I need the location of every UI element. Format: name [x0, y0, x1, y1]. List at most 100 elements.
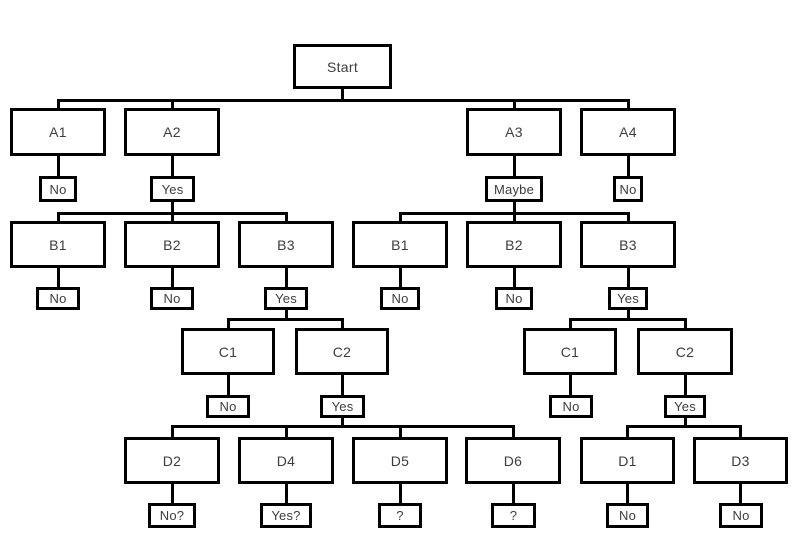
edge-d2-tag_d2	[170, 484, 174, 503]
edge-tag_c2r-d1	[626, 426, 629, 437]
edge-tag_b3l-c1l	[226, 319, 230, 328]
outcome-label-tag-d1: No	[606, 503, 649, 528]
shape-text: D4	[276, 452, 296, 469]
shape-text: Yes	[674, 399, 696, 414]
edge-b3l-tag_b3l	[284, 268, 288, 287]
edge-d3-tag_d3	[739, 484, 742, 503]
shape-text: B2	[505, 236, 523, 253]
node-box-d1: D1	[580, 437, 675, 484]
outcome-label-tag-c2l: Yes	[320, 395, 365, 418]
node-box-b2r: B2	[466, 221, 562, 268]
shape-text: No	[619, 181, 637, 197]
shape-text: D6	[503, 452, 523, 469]
edge-b2l-tag_b2l	[170, 268, 174, 287]
outcome-label-tag-b1l: No	[36, 287, 80, 310]
node-box-a1: A1	[10, 108, 106, 156]
node-box-d4: D4	[238, 437, 334, 484]
shape-text: D5	[390, 452, 410, 469]
node-box-d6: D6	[465, 437, 561, 484]
edge-tag_c2l-d2	[170, 426, 174, 437]
node-box-b1r: B1	[352, 221, 448, 268]
node-box-a3: A3	[466, 108, 562, 156]
shape-text: No	[562, 399, 580, 414]
shape-text: B3	[277, 236, 295, 253]
shape-text: No	[49, 291, 67, 306]
edge-tag_b3r-c2r	[683, 319, 687, 328]
shape-text: A1	[49, 124, 67, 140]
outcome-label-tag-d4: Yes?	[260, 503, 312, 528]
edge-tag_a2-b1l	[56, 213, 60, 221]
edge-tag_a2-b3l	[284, 213, 288, 221]
shape-text: B3	[619, 236, 637, 253]
edge-b1r-tag_b1r	[398, 268, 402, 287]
edge-start-a4	[626, 100, 630, 108]
shape-text: B1	[49, 236, 67, 253]
shape-text: No	[163, 291, 181, 306]
node-box-c2r: C2	[637, 328, 733, 375]
node-box-d2: D2	[124, 437, 220, 484]
shape-text: Yes	[331, 399, 354, 414]
edge-d6-tag_d6	[511, 484, 515, 503]
shape-text: D2	[162, 452, 182, 469]
edge-c2r-tag_c2r	[683, 375, 687, 395]
shape-text: C1	[218, 343, 238, 360]
node-box-a2: A2	[124, 108, 220, 156]
edge-c1l-tag_c1l	[226, 375, 230, 395]
outcome-label-tag-c1r: No	[549, 395, 593, 418]
shape-text: No?	[159, 508, 185, 523]
node-box-start: Start	[293, 44, 392, 89]
edge-tag_c2r-d3	[739, 426, 742, 437]
edge-d5-tag_d5	[398, 484, 402, 503]
node-box-b1l: B1	[10, 221, 106, 268]
edge-rail-tag_c2r	[626, 424, 742, 428]
shape-text: No	[732, 508, 750, 523]
node-box-b2l: B2	[124, 221, 220, 268]
edge-tag_c2l-d4	[284, 426, 288, 437]
node-box-b3r: B3	[580, 221, 676, 268]
edge-tag_a3-b3r	[626, 213, 630, 221]
edge-rail-start	[56, 98, 630, 102]
shape-text: C1	[560, 343, 580, 360]
edge-d1-tag_d1	[626, 484, 629, 503]
outcome-label-tag-c2r: Yes	[664, 395, 706, 418]
edge-tag_b3l-c2l	[340, 319, 344, 328]
edge-stub-tag_a3	[512, 202, 516, 215]
edge-stub-tag_b3l	[284, 310, 288, 321]
outcome-label-tag-b2r: No	[495, 287, 533, 310]
node-box-d3: D3	[693, 437, 788, 484]
shape-text: B1	[391, 236, 409, 253]
node-box-c1l: C1	[181, 328, 275, 375]
node-box-b3l: B3	[238, 221, 334, 268]
shape-text: No	[505, 291, 523, 306]
outcome-label-tag-a3: Maybe	[485, 176, 543, 202]
edge-stub-tag_b3r	[626, 310, 630, 321]
edge-tag_a3-b1r	[398, 213, 402, 221]
edge-tag_b3r-c1r	[568, 319, 572, 328]
outcome-label-tag-b3l: Yes	[264, 287, 308, 310]
shape-text: Maybe	[493, 181, 535, 197]
edge-start-a1	[56, 100, 60, 108]
edge-b3r-tag_b3r	[626, 268, 630, 287]
edge-stub-tag_a2	[171, 202, 174, 215]
node-box-c1r: C1	[523, 328, 617, 375]
shape-text: D1	[618, 452, 637, 469]
edge-start-a3	[512, 100, 516, 108]
shape-text: Yes	[617, 291, 639, 306]
edge-rail-tag_b3r	[568, 317, 687, 321]
shape-text: B2	[163, 236, 181, 253]
shape-text: A3	[505, 124, 523, 140]
edge-tag_a3-b2r	[512, 213, 516, 221]
edge-stub-tag_c2r	[683, 418, 687, 428]
outcome-label-tag-b2l: No	[150, 287, 194, 310]
edge-stub-start	[341, 89, 344, 102]
outcome-label-tag-d3: No	[719, 503, 763, 528]
outcome-label-tag-d5: ?	[378, 503, 422, 528]
shape-text: C2	[332, 343, 352, 360]
node-box-d5: D5	[352, 437, 448, 484]
edge-b2r-tag_b2r	[512, 268, 516, 287]
outcome-label-tag-b1r: No	[380, 287, 420, 310]
shape-text: Yes	[275, 291, 297, 306]
shape-text: ?	[396, 508, 404, 523]
edge-tag_a2-b2l	[170, 213, 174, 221]
edge-tag_c2l-d5	[398, 426, 402, 437]
